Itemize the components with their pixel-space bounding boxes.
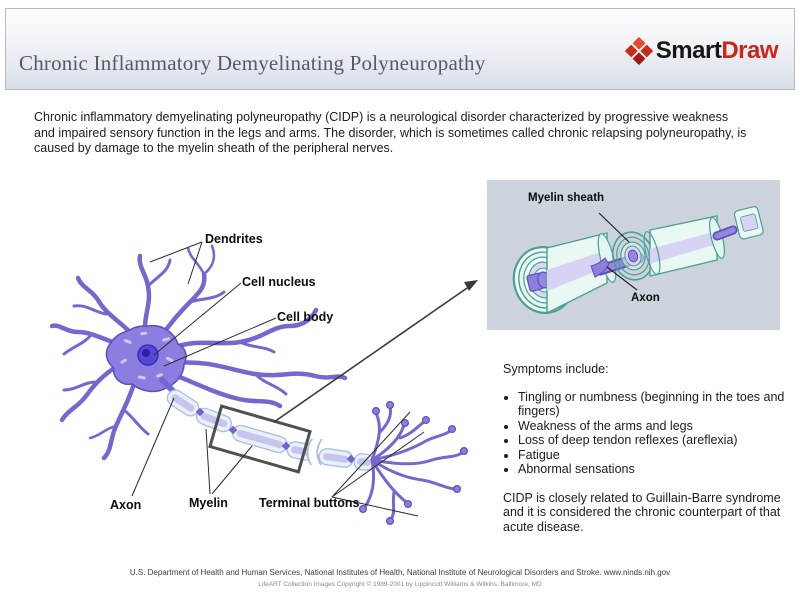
smartdraw-logo-text: SmartDraw [655, 37, 779, 65]
page-title: Chronic Inflammatory Demyelinating Polyn… [19, 51, 486, 75]
myelin-sheath-pointer-line [598, 212, 630, 243]
myelin-sheath-label: Myelin sheath [528, 192, 605, 204]
inset-axon-label: Axon [631, 292, 660, 304]
label-pointer-lines [131, 241, 425, 517]
terminal-buttons [359, 401, 469, 526]
footer-source-line: U.S. Department of Health and Human Serv… [129, 568, 671, 577]
symptom-item: Abnormal sensations [518, 462, 791, 477]
symptom-item: Loss of deep tendon reflexes (areflexia) [518, 433, 791, 448]
neuron-illustration [49, 241, 478, 526]
myelin-label: Myelin [189, 496, 228, 510]
terminal-buttons-label: Terminal buttons [259, 496, 360, 510]
smartdraw-diamond-icon [624, 36, 653, 66]
axon-myelin-segments [166, 389, 375, 471]
zoom-arrow [273, 280, 478, 423]
neuron-diagram: Dendrites Cell nucleus Cell body Axon My… [20, 198, 480, 545]
logo-draw: Draw [721, 37, 778, 64]
symptoms-heading: Symptoms include: [503, 362, 609, 376]
symptom-item: Fatigue [518, 448, 791, 463]
cell-body-speckles [120, 331, 174, 380]
smartdraw-logo: SmartDraw [624, 36, 779, 66]
dendrites [49, 244, 348, 461]
cell-nucleolus [142, 349, 150, 357]
myelin-inset-panel: Myelin sheath Axon [487, 180, 780, 330]
symptom-item: Weakness of the arms and legs [518, 419, 791, 434]
nodes-of-ranvier [195, 407, 356, 464]
myelin-spiral-wrap [611, 231, 655, 281]
dendrites-label: Dendrites [205, 232, 263, 246]
myelin-inset-illustration [487, 180, 780, 330]
symptoms-section: Symptoms include: Tingling or numbness (… [503, 362, 791, 534]
cell-body-label: Cell body [277, 310, 334, 324]
cidp-note: CIDP is closely related to Guillain-Barr… [503, 490, 781, 534]
axon-break-mark [306, 436, 323, 467]
terminal-bulbs [359, 401, 469, 526]
inset-axon-right [712, 206, 764, 241]
header-banner: Chronic Inflammatory Demyelinating Polyn… [5, 8, 795, 90]
inset-axon-pointer-line [606, 266, 638, 291]
intro-paragraph: Chronic inflammatory demyelinating polyn… [34, 110, 747, 155]
axon-label: Axon [110, 498, 142, 512]
logo-smart: Smart [655, 37, 722, 64]
symptom-item: Tingling or numbness (beginning in the t… [518, 390, 791, 419]
symptoms-list: Tingling or numbness (beginning in the t… [503, 390, 791, 477]
cell-body [105, 324, 187, 393]
cell-nucleus-label: Cell nucleus [242, 275, 316, 289]
footer-copyright-line: LifeART Collection Images Copyright © 19… [258, 581, 542, 588]
callout-rectangle [208, 404, 312, 474]
